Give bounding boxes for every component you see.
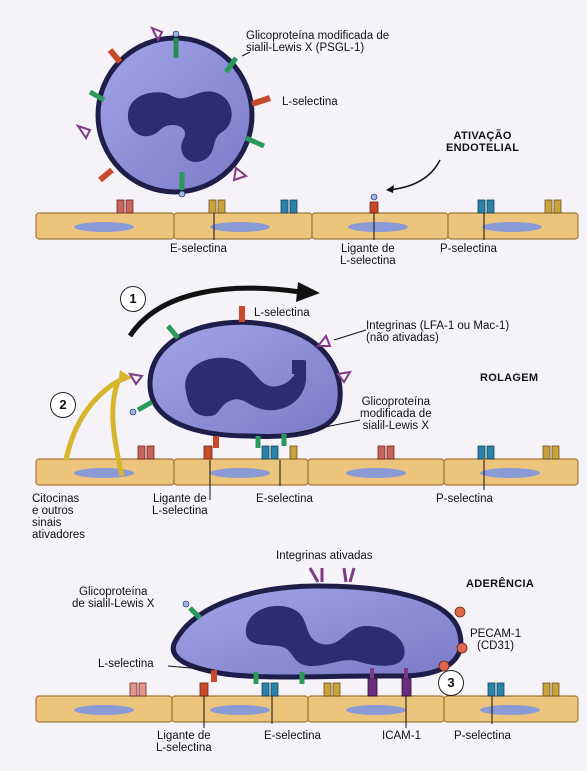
label-pecam: PECAM-1 (CD31) <box>470 628 521 652</box>
activation-arrow <box>388 160 440 190</box>
leukocyte-3 <box>173 568 467 684</box>
label-ligante-3: Ligante de L-selectina <box>156 730 212 754</box>
step-1-badge: 1 <box>120 286 146 312</box>
leukocyte-2 <box>130 306 350 448</box>
label-ligante-1: Ligante de L-selectina <box>340 243 396 267</box>
label-aderencia: ADERÊNCIA <box>466 578 534 590</box>
label-e-selectina-3: E-selectina <box>264 730 321 742</box>
label-icam-1: ICAM-1 <box>382 730 421 742</box>
label-integrinas-nao-ativadas: Integrinas (LFA-1 ou Mac-1) (não ativada… <box>366 320 509 344</box>
leukocyte-1 <box>78 28 270 197</box>
label-e-selectina-1: E-selectina <box>170 243 227 255</box>
label-l-selectina-1: L-selectina <box>282 96 338 108</box>
step-3-badge: 3 <box>438 670 464 696</box>
label-psgl1: Glicoproteína modificada de sialil-Lewis… <box>246 30 389 54</box>
label-glicoproteina-3: Glicoproteína de sialil-Lewis X <box>72 586 154 610</box>
label-p-selectina-3: P-selectina <box>454 730 511 742</box>
label-l-selectina-2: L-selectina <box>254 307 310 319</box>
label-integrinas-ativadas: Integrinas ativadas <box>276 550 373 562</box>
label-ligante-2: Ligante de L-selectina <box>152 493 208 517</box>
label-rolagem: ROLAGEM <box>480 372 538 384</box>
label-ativacao-endotelial: ATIVAÇÃO ENDOTELIAL <box>446 130 519 154</box>
label-glicoproteina-2: Glicoproteína modificada de sialil-Lewis… <box>360 396 432 432</box>
label-e-selectina-2: E-selectina <box>256 493 313 505</box>
label-citocinas: Citocinas e outros sinais ativadores <box>32 493 85 541</box>
endothelium-row-1 <box>36 194 578 239</box>
step-2-badge: 2 <box>50 392 76 418</box>
label-p-selectina-1: P-selectina <box>440 243 497 255</box>
label-p-selectina-2: P-selectina <box>436 493 493 505</box>
label-l-selectina-3: L-selectina <box>98 658 154 670</box>
